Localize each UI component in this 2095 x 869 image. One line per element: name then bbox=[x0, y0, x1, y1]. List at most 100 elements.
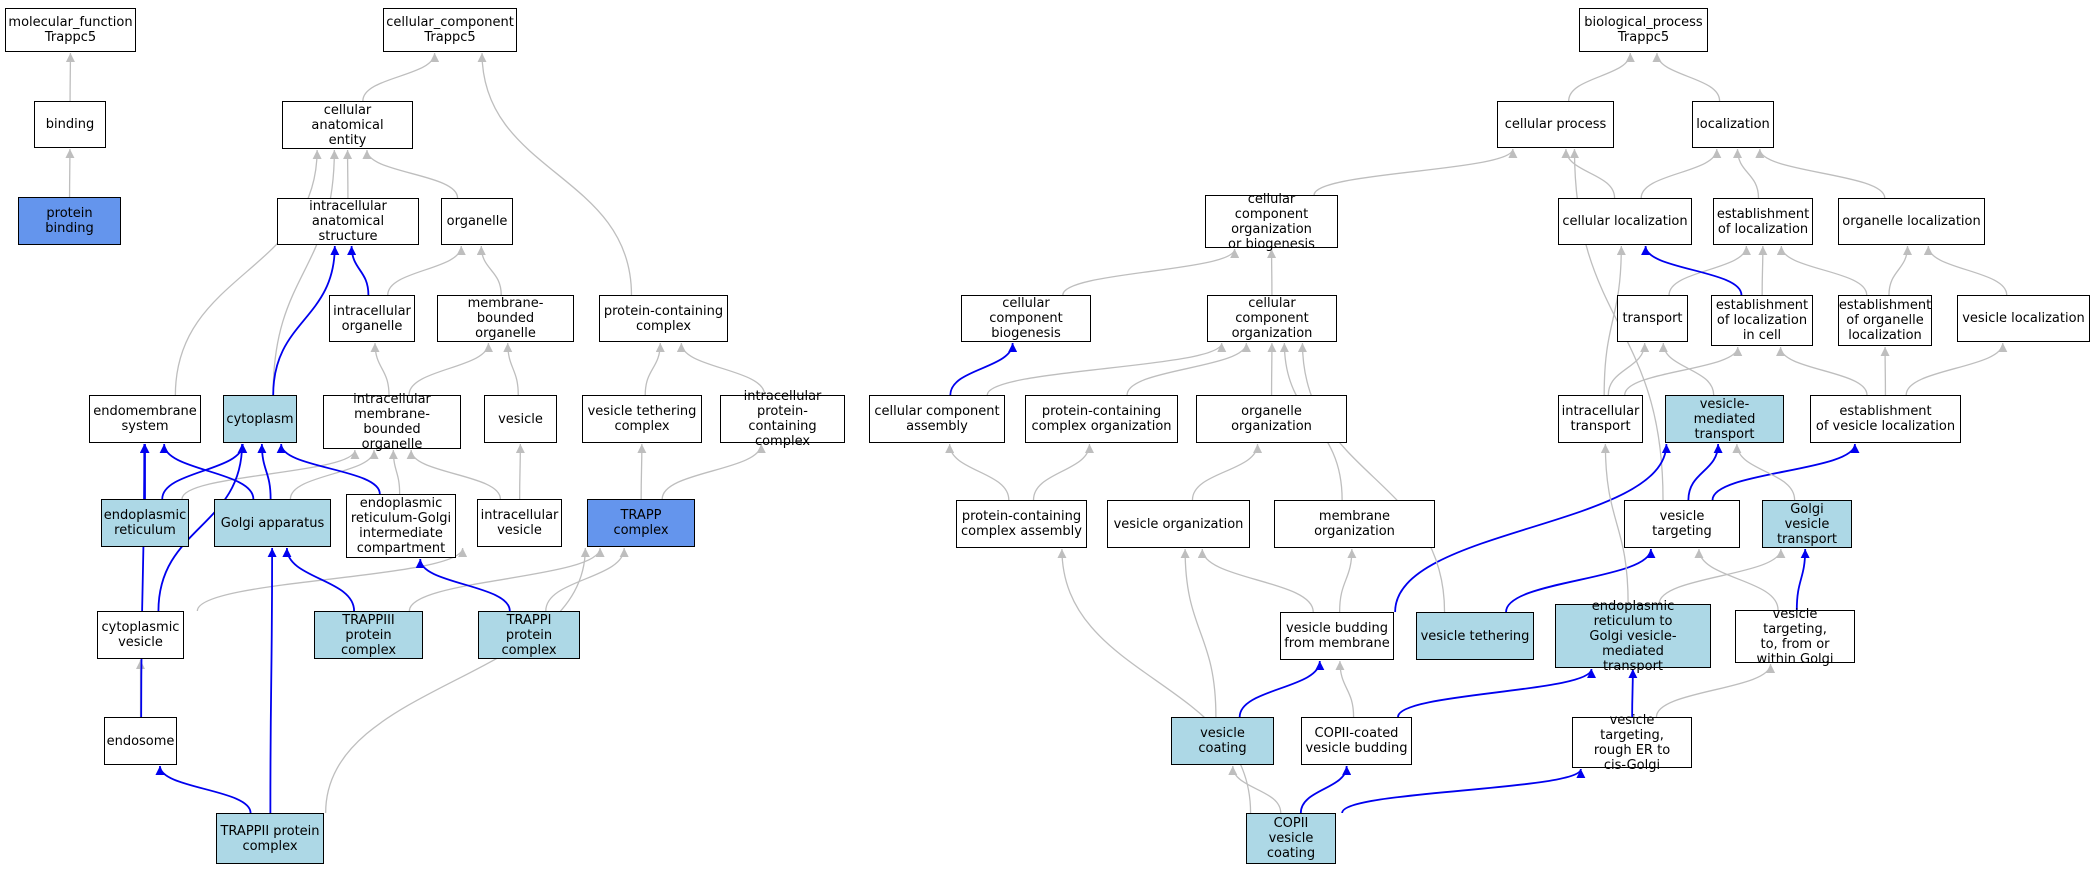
term-protein-containing-complex-assembly[interactable]: protein-containing complex assembly bbox=[956, 500, 1087, 548]
edge-vesicle-to-membr_org bbox=[503, 342, 519, 396]
term-golgi-vesicle-transport[interactable]: Golgi vesicle transport bbox=[1762, 500, 1852, 548]
term-cytoplasm[interactable]: cytoplasm bbox=[223, 395, 297, 443]
edge-pc_assembly-to-pc_org bbox=[1032, 443, 1094, 501]
term-trappi-protein-complex[interactable]: TRAPPI protein complex bbox=[478, 611, 580, 659]
term-vesicle-mediated-transport[interactable]: vesicle-mediated transport bbox=[1665, 395, 1784, 443]
edge-est_org_loc-to-org_loc bbox=[1888, 245, 1913, 296]
term-intracellular-protein-containing-complex[interactable]: intracellular protein-containing complex bbox=[720, 389, 845, 449]
term-cellular-localization[interactable]: cellular localization bbox=[1558, 198, 1692, 245]
term-cytoplasmic-vesicle[interactable]: cytoplasmic vesicle bbox=[97, 611, 184, 659]
edge-layer bbox=[65, 52, 2008, 814]
edge-ves_org-to-organelle_org bbox=[1191, 443, 1263, 501]
edge-copii_coat-to-copii_bud bbox=[1299, 765, 1352, 814]
edge-ves_bud-to-ves_med bbox=[1394, 443, 1671, 613]
edge-intra_ves-to-vesicle bbox=[515, 443, 525, 500]
term-vesicle[interactable]: vesicle bbox=[484, 395, 557, 443]
term-establishment-of-organelle-localization[interactable]: establishment of organelle localization bbox=[1838, 295, 1932, 346]
edge-ves_tether_cx-to-prot_complex bbox=[644, 342, 665, 396]
term-vesicle-targeting-rough-er-to-cis-golgi[interactable]: vesicle targeting, rough ER to cis-Golgi bbox=[1572, 713, 1692, 773]
term-organelle[interactable]: organelle bbox=[441, 198, 513, 245]
term-establishment-of-vesicle-localization[interactable]: establishment of vesicle localization bbox=[1810, 395, 1961, 443]
edge-endomem-to-cell_anat bbox=[174, 149, 322, 396]
term-endosome[interactable]: endosome bbox=[104, 717, 177, 765]
term-organelle-organization[interactable]: organelle organization bbox=[1196, 395, 1347, 443]
edge-cell_proc-to-bp_root bbox=[1568, 52, 1635, 102]
term-golgi-apparatus[interactable]: Golgi apparatus bbox=[214, 499, 331, 547]
edge-intra_transport-to-cell_loc bbox=[1603, 245, 1626, 396]
edge-cc_assembly-to-cc_org bbox=[986, 342, 1227, 396]
term-copii-coated-vesicle-budding[interactable]: COPII-coated vesicle budding bbox=[1301, 717, 1412, 765]
term-cellular-anatomical-entity[interactable]: cellular anatomical entity bbox=[282, 101, 413, 149]
term-intracellular-anatomical-structure[interactable]: intracellular anatomical structure bbox=[277, 198, 419, 245]
edge-trappiii-to-golgi bbox=[282, 547, 355, 612]
term-trappii-protein-complex[interactable]: TRAPPII protein complex bbox=[216, 813, 324, 864]
edge-cc_assembly-to-cc_biogen bbox=[949, 342, 1018, 396]
term-vesicle-targeting-to-from-or-within-golgi[interactable]: vesicle targeting, to, from or within Go… bbox=[1735, 607, 1855, 667]
edge-ves_coat-to-ves_org bbox=[1180, 548, 1217, 718]
edge-copii_coat-to-vt_rough bbox=[1341, 768, 1586, 814]
term-membrane-bounded-organelle[interactable]: membrane-bounded organelle bbox=[437, 295, 574, 342]
term-binding[interactable]: binding bbox=[34, 101, 106, 148]
term-trapp-complex[interactable]: TRAPP complex bbox=[587, 499, 695, 547]
term-intracellular-membrane-bounded-organelle[interactable]: intracellular membrane-bounded organelle bbox=[323, 392, 461, 452]
term-cellular-component-root[interactable]: cellular_component Trappc5 bbox=[383, 8, 517, 52]
edge-organelle-to-cell_anat bbox=[362, 149, 459, 199]
term-vesicle-organization[interactable]: vesicle organization bbox=[1107, 500, 1250, 548]
term-er-golgi-intermediate-compartment[interactable]: endoplasmic reticulum-Golgi intermediate… bbox=[346, 494, 456, 558]
term-protein-containing-complex[interactable]: protein-containing complex bbox=[599, 295, 728, 342]
edge-intra_org-to-organelle bbox=[387, 245, 466, 296]
term-cellular-component-organization-or-biogenesis[interactable]: cellular component organization or bioge… bbox=[1205, 192, 1338, 252]
term-cellular-component-assembly[interactable]: cellular component assembly bbox=[869, 395, 1005, 443]
edge-ves_target-to-est_ves_loc bbox=[1711, 443, 1860, 501]
edge-ves_loc-to-org_loc bbox=[1923, 245, 2008, 296]
edge-ves_coat-to-ves_bud bbox=[1238, 660, 1325, 718]
edge-ves_bud-to-ves_org bbox=[1197, 548, 1314, 613]
edge-intra_org-to-intra_anat bbox=[347, 245, 370, 296]
term-vesicle-localization[interactable]: vesicle localization bbox=[1957, 295, 2090, 342]
edge-intra_prot_cx-to-prot_complex bbox=[676, 342, 766, 396]
term-transport[interactable]: transport bbox=[1617, 295, 1688, 342]
edge-copii_coat-to-pc_assembly bbox=[1057, 548, 1252, 814]
term-protein-binding[interactable]: protein binding bbox=[18, 197, 121, 245]
term-localization[interactable]: localization bbox=[1692, 101, 1774, 148]
edge-org_loc-to-localization bbox=[1755, 148, 1886, 199]
term-cellular-process[interactable]: cellular process bbox=[1497, 101, 1614, 148]
edge-vt_rough-to-er_golgi bbox=[1628, 668, 1638, 718]
term-copii-vesicle-coating[interactable]: COPII vesicle coating bbox=[1246, 813, 1336, 864]
term-vesicle-budding-from-membrane[interactable]: vesicle budding from membrane bbox=[1280, 612, 1394, 660]
term-establishment-of-localization-in-cell[interactable]: establishment of localization in cell bbox=[1711, 295, 1813, 346]
edge-copii_coat-to-ves_coat bbox=[1228, 765, 1282, 814]
term-membrane-organization[interactable]: membrane organization bbox=[1274, 500, 1435, 548]
edge-endosome-to-endomem bbox=[139, 443, 149, 718]
edge-ccob-to-cell_proc bbox=[1313, 148, 1518, 196]
edge-localization-to-bp_root bbox=[1652, 52, 1721, 102]
term-er-to-golgi-vesicle-mediated-transport[interactable]: endoplasmic reticulum to Golgi vesicle-m… bbox=[1555, 599, 1711, 674]
edge-prot_complex-to-cc_root bbox=[477, 52, 633, 296]
term-vesicle-tethering-complex[interactable]: vesicle tethering complex bbox=[582, 395, 702, 443]
term-vesicle-targeting[interactable]: vesicle targeting bbox=[1624, 500, 1740, 548]
term-cellular-component-biogenesis[interactable]: cellular component biogenesis bbox=[961, 295, 1091, 342]
term-organelle-localization[interactable]: organelle localization bbox=[1838, 198, 1985, 245]
edge-pc_org-to-cc_org bbox=[1126, 342, 1251, 396]
term-intracellular-transport[interactable]: intracellular transport bbox=[1558, 395, 1643, 443]
term-intracellular-organelle[interactable]: intracellular organelle bbox=[329, 295, 415, 342]
term-biological-process-root[interactable]: biological_process Trappc5 bbox=[1579, 8, 1708, 52]
edge-trapp-to-ves_tether_cx bbox=[637, 443, 647, 500]
term-trappiii-protein-complex[interactable]: TRAPPIII protein complex bbox=[314, 611, 423, 659]
term-endomembrane-system[interactable]: endomembrane system bbox=[89, 395, 201, 443]
term-protein-containing-complex-organization[interactable]: protein-containing complex organization bbox=[1025, 395, 1178, 443]
edge-est_org_loc-to-est_loc bbox=[1776, 245, 1868, 296]
edge-cyto_ves-to-cytoplasm bbox=[157, 443, 247, 612]
edge-er-to-intra_membr bbox=[181, 449, 360, 500]
term-cellular-component-organization[interactable]: cellular component organization bbox=[1207, 295, 1337, 342]
term-vesicle-tethering[interactable]: vesicle tethering bbox=[1416, 612, 1534, 660]
term-molecular-function-root[interactable]: molecular_function Trappc5 bbox=[5, 8, 136, 52]
term-establishment-of-localization[interactable]: establishment of localization bbox=[1713, 198, 1813, 245]
edge-trapp-to-intra_prot_cx bbox=[661, 443, 766, 500]
term-endoplasmic-reticulum[interactable]: endoplasmic reticulum bbox=[101, 499, 189, 547]
term-intracellular-vesicle[interactable]: intracellular vesicle bbox=[477, 499, 562, 547]
edge-cytoplasm-to-cell_anat bbox=[272, 149, 339, 396]
term-vesicle-coating[interactable]: vesicle coating bbox=[1171, 717, 1274, 765]
edge-pc_assembly-to-cc_assembly bbox=[945, 443, 1010, 501]
